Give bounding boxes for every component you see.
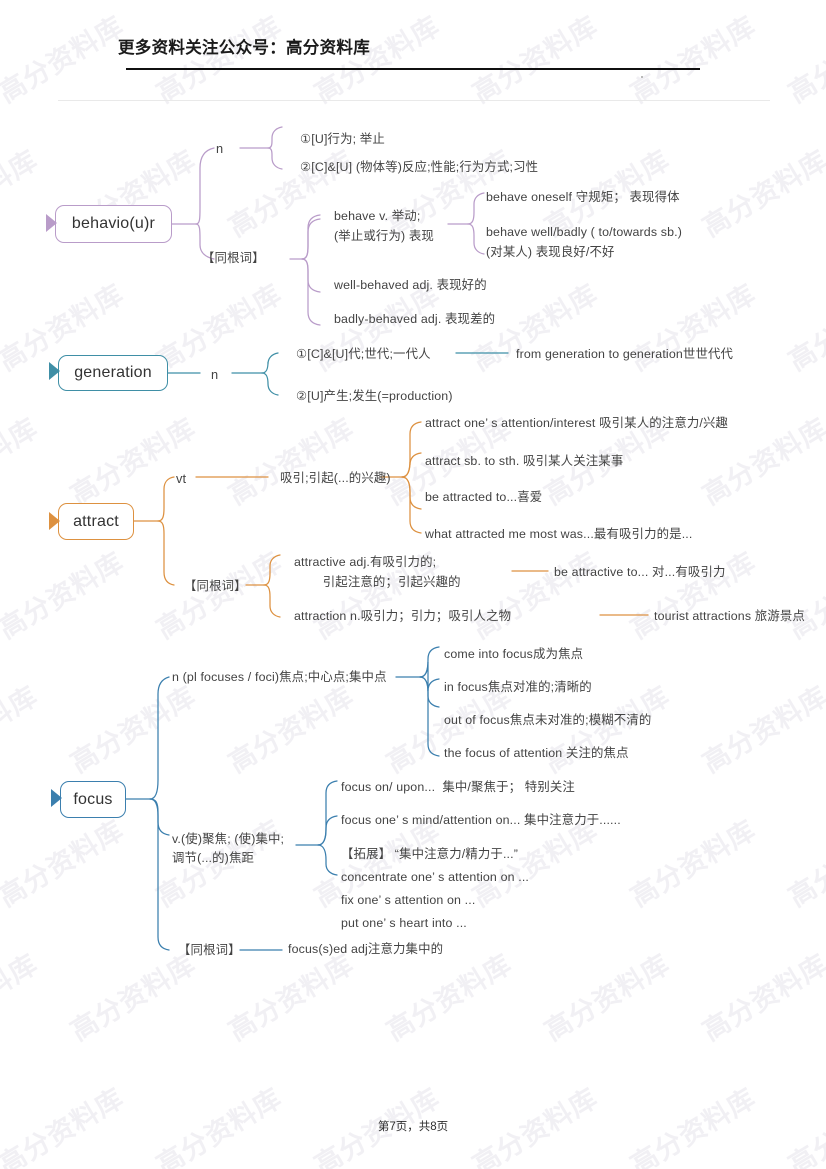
root-flag-behaviour xyxy=(46,214,57,232)
branch-item-generation-2: ②[U]产生;发生(=production) xyxy=(296,389,453,403)
connector-group-behaviour xyxy=(171,126,485,326)
branch-item-behaviour-n-1: ①[U]行为; 举止 xyxy=(300,132,385,146)
branch-label-focus-v: v.(使)聚焦; (使)集中; 调节(...的)焦距 xyxy=(172,832,285,865)
branch-item-focus-n-4: the focus of attention 关注的焦点 xyxy=(444,746,629,760)
branch-item-badly-behaved: badly-behaved adj. 表现差的 xyxy=(334,312,496,326)
branch-item-behave-oneself: behave oneself 守规矩； 表现得体 xyxy=(486,190,680,204)
header-dot xyxy=(641,76,643,78)
branch-label-attract-cognates: 【同根词】 xyxy=(184,579,247,593)
branch-item-attract-1: attract one’ s attention/interest 吸引某人的注… xyxy=(425,416,729,430)
root-node-generation[interactable]: generation xyxy=(58,355,168,391)
branch-item-behaviour-n-2: ②[C]&[U] (物体等)反应;性能;行为方式;习性 xyxy=(300,160,539,174)
branch-item-focus-expand: 【拓展】 “集中注意力/精力于...” concentrate one’ s a… xyxy=(341,847,530,930)
header-title: 更多资料关注公众号：高分资料库 xyxy=(118,39,370,57)
branch-label-focus-cognates: 【同根词】 xyxy=(178,943,241,957)
root-node-behaviour-label: behavio(u)r xyxy=(71,215,156,232)
branch-item-focus-n-2: in focus焦点对准的;清晰的 xyxy=(444,680,592,694)
branch-label-behaviour-n: n xyxy=(216,141,224,156)
root-node-generation-label: generation xyxy=(74,364,152,381)
root-node-attract[interactable]: attract xyxy=(58,503,134,540)
branch-item-generation-1: ①[C]&[U]代;世代;一代人 xyxy=(296,347,431,361)
branch-item-attraction: attraction n.吸引力；引力；吸引人之物 xyxy=(294,609,512,623)
branch-label-attract-vt: vt xyxy=(176,471,187,486)
root-node-focus-label: focus xyxy=(73,790,113,808)
root-flag-focus xyxy=(51,789,62,807)
branch-item-generation-phrase: from generation to generation世世代代 xyxy=(516,347,734,361)
branch-item-focus-n-3: out of focus焦点未对准的;模糊不清的 xyxy=(444,713,652,727)
branch-item-well-behaved: well-behaved adj. 表现好的 xyxy=(334,278,487,292)
branch-label-focus-n: n (pl focuses / foci)焦点;中心点;集中点 xyxy=(172,670,387,684)
branch-item-attract-2: attract sb. to sth. 吸引某人关注某事 xyxy=(425,454,624,468)
branch-item-focus-n-1: come into focus成为焦点 xyxy=(444,647,584,661)
branch-item-attract-4: what attracted me most was...最有吸引力的是... xyxy=(425,527,693,541)
branch-item-focus-on: focus on/ upon... 集中/聚焦于； 特别关注 xyxy=(341,780,575,794)
connector-group-generation xyxy=(167,352,509,396)
branch-item-focused-adj: focus(s)ed adj注意力集中的 xyxy=(288,942,444,956)
branch-mid-attract-vt: 吸引;引起(...的兴趣) xyxy=(280,471,391,485)
branch-item-attractive: attractive adj.有吸引力的; 引起注意的；引起兴趣的 xyxy=(294,555,461,589)
branch-item-focus-mind: focus one’ s mind/attention on... 集中注意力于… xyxy=(341,813,621,827)
header-divider xyxy=(126,68,700,70)
branch-item-tourist-attractions: tourist attractions 旅游景点 xyxy=(654,609,805,623)
branch-item-be-attractive-to: be attractive to... 对...有吸引力 xyxy=(554,565,726,579)
root-node-attract-label: attract xyxy=(73,512,119,530)
root-node-behaviour[interactable]: behavio(u)r xyxy=(55,205,172,243)
root-flag-generation xyxy=(49,362,60,380)
branch-item-behave-well-badly: behave well/badly ( to/towards sb.) (对某人… xyxy=(486,225,683,259)
branch-label-behaviour-cognates: 【同根词】 xyxy=(202,251,265,265)
connector-group-attract xyxy=(133,421,649,618)
root-node-focus[interactable]: focus xyxy=(60,781,126,818)
page-footer: 第7页，共8页 xyxy=(377,1121,449,1133)
branch-item-behave: behave v. 举动; (举止或行为) 表现 xyxy=(334,209,434,243)
connector-group-focus xyxy=(125,646,440,951)
branch-item-attract-3: be attracted to...喜爱 xyxy=(425,490,543,504)
header-faint-divider xyxy=(58,100,770,101)
branch-label-generation-n: n xyxy=(211,367,219,382)
root-flag-attract xyxy=(49,512,60,530)
